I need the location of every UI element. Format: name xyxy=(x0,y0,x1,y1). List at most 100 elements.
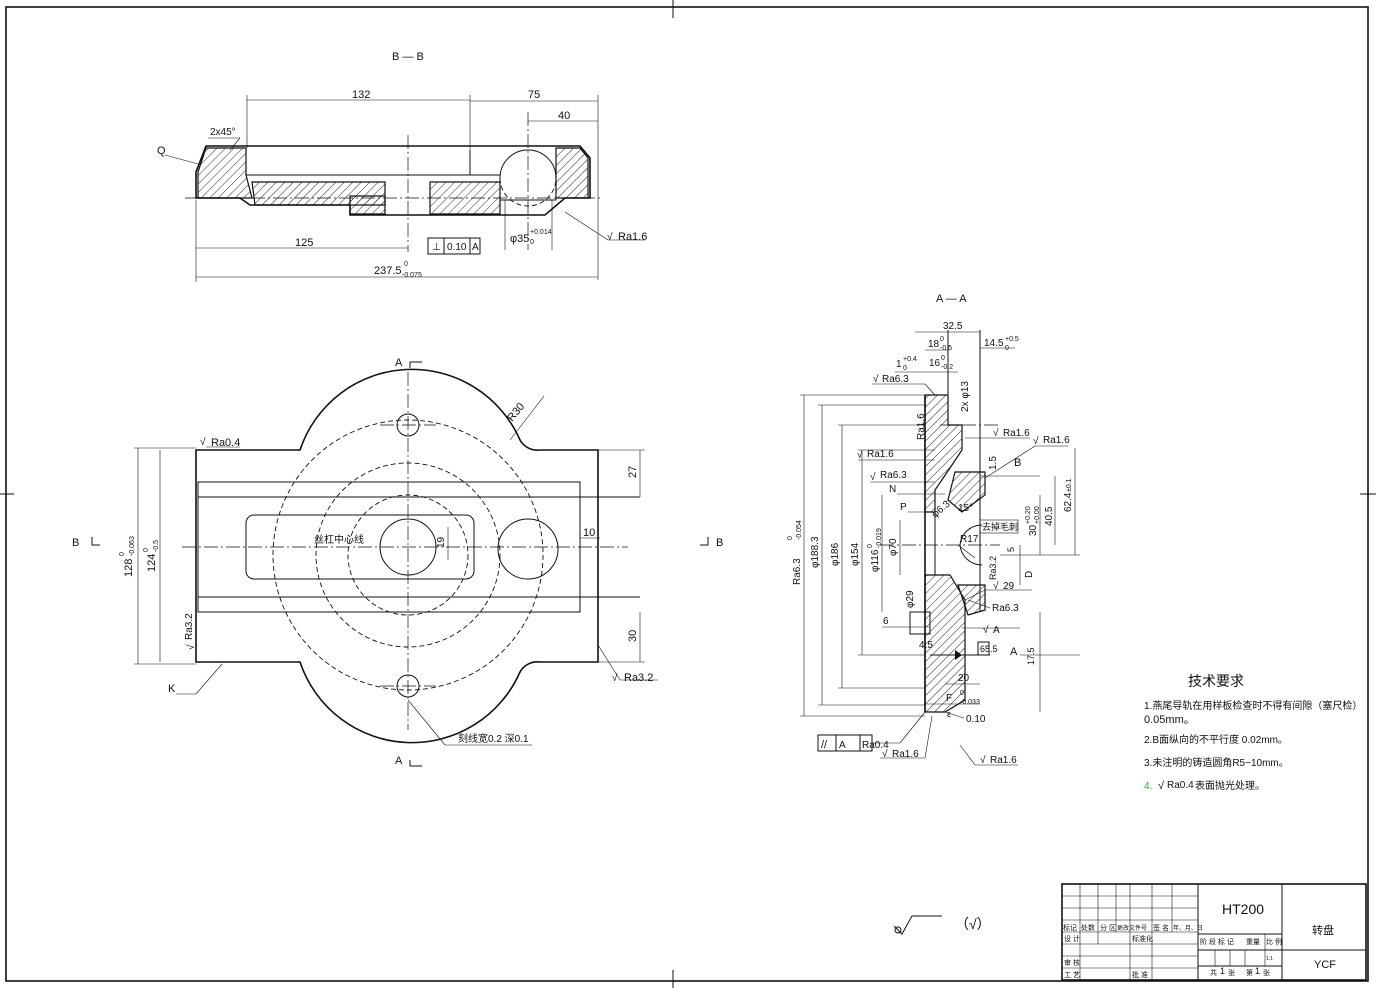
symbol-glyph: √ xyxy=(200,436,206,448)
tol-phi35-upper: +0.014 xyxy=(530,229,552,236)
dim-phi35: φ35 xyxy=(510,233,529,245)
perp-tol-value: 0.10 xyxy=(447,242,467,253)
dim-2375: 237.5 xyxy=(374,265,402,277)
parallel-tol-value: A xyxy=(839,740,846,751)
dim-phi186: φ188.3 xyxy=(810,536,821,568)
tol-145-lower: 0 xyxy=(1005,345,1009,352)
tol-128-upper: 0 xyxy=(119,552,126,556)
section-a-top: A xyxy=(395,357,403,369)
ra16-mid: Ra1.6 xyxy=(1003,428,1030,439)
tol-2375-lower: -0.075 xyxy=(402,272,422,279)
tb-sheet-no: 1 xyxy=(1255,966,1260,976)
dim-18: 18 xyxy=(928,339,940,350)
tb-scale: 1:1 xyxy=(1266,956,1273,962)
title-block: 标记 处数 分 区 更改文件号 签 名 年、月、日 设 计 标准化 审 核 工 … xyxy=(1061,883,1367,981)
dim-175: 20 xyxy=(958,673,970,684)
tb-approve: 批 准 xyxy=(1132,970,1148,979)
symbol-glyph: √ xyxy=(612,672,618,684)
symbol-glyph: ⊥ xyxy=(432,242,441,253)
top-view: 128 0 -0.063 124 0 -0.5 27 10 19 30 R30 … xyxy=(72,357,723,767)
dim-325: 32.5 xyxy=(943,321,963,332)
symbol-glyph: √ xyxy=(983,624,989,636)
general-surface-symbol: （√） xyxy=(893,915,991,935)
surface-note: （√） xyxy=(955,916,991,932)
tol-18-lower: -0.5 xyxy=(940,345,952,352)
label-p: P xyxy=(900,502,907,513)
tol-145-upper: +0.5 xyxy=(1005,336,1019,343)
perp-tol-frame xyxy=(427,237,481,255)
dim-phi29: φ70 xyxy=(888,538,899,556)
ra32-left: Ra3.2 xyxy=(184,613,195,640)
dim-phi1883: Ra6.3 xyxy=(792,558,803,585)
tb-sheet-no-prefix: 第 xyxy=(1246,968,1253,977)
ra16-right: Ra1.6 xyxy=(1043,435,1070,446)
tb-scale-hdr: 比 例 xyxy=(1266,937,1282,946)
dim-405: 40.5 xyxy=(1044,506,1055,526)
dim-phi154: φ186 xyxy=(830,542,841,566)
tol-1-lower: 0 xyxy=(903,365,907,372)
section-b-left: B xyxy=(72,537,79,549)
dim-phi70: φ116 xyxy=(870,549,881,572)
tb-stage: 阶 段 标 记 xyxy=(1200,937,1234,946)
tech-req-4-num: 4. xyxy=(1144,781,1152,792)
ra63-left: Ra6.3 xyxy=(880,470,907,481)
tol-70-upper: 0 xyxy=(867,544,874,548)
dim-20: F xyxy=(946,693,952,704)
dim-27: 27 xyxy=(627,466,639,478)
ra63-aa-right: A xyxy=(993,625,1000,636)
dim-145: 14.5 xyxy=(984,338,1004,349)
ra16-left: Ra1.6 xyxy=(867,449,894,460)
tol-124-lower: -0.5 xyxy=(153,540,160,552)
tol-16-upper: 0 xyxy=(941,355,945,362)
tb-hdr-mark: 标记 xyxy=(1063,923,1077,932)
tb-hdr-count: 处数 xyxy=(1081,923,1095,932)
tech-req-title: 技术要求 xyxy=(1188,673,1244,689)
dim-15: 1.5 xyxy=(988,456,999,470)
screw-centerline-label: 丝杠中心线 xyxy=(314,533,364,546)
symbol-glyph: √ xyxy=(870,471,876,483)
tb-design: 设 计 xyxy=(1064,934,1080,943)
symbol-glyph: √ xyxy=(607,231,613,243)
tol-20-upper: 0 xyxy=(960,690,964,697)
dim-5: 5 xyxy=(1006,547,1016,552)
chamfer-2x45: 2x45° xyxy=(210,127,236,138)
tol-70-lower: -0.019 xyxy=(876,528,883,548)
dim-124: 124 xyxy=(146,554,158,572)
tech-req-1: 1.燕尾导轨在用样板检查时不得有间隙（塞尺检） xyxy=(1144,699,1362,712)
ra63-top: Ra6.3 xyxy=(882,374,909,385)
tol-2375-upper: 0 xyxy=(404,261,408,268)
dim-phi116: φ154 xyxy=(850,542,861,566)
symbol-glyph: √ xyxy=(857,449,863,461)
tb-sheets-total: 1 xyxy=(1220,966,1225,976)
tb-hdr-doc: 更改文件号 xyxy=(1117,924,1147,932)
dim-16: 16 xyxy=(929,358,941,369)
tb-sheets-total-prefix: 共 xyxy=(1210,968,1217,977)
tol-30-upper: +0.20 xyxy=(1025,506,1032,524)
tol-1883-lower: -0.054 xyxy=(796,520,803,540)
dim-30: 30 xyxy=(627,630,639,642)
symbol-glyph: // xyxy=(821,739,828,751)
section-a-bottom: A xyxy=(395,755,403,767)
tb-part-name: 转盘 xyxy=(1312,923,1334,937)
dim-10: 10 xyxy=(583,527,595,539)
tech-req-3: 3.未注明的铸造圆角R5~10mm。 xyxy=(1144,756,1289,769)
tb-material: HT200 xyxy=(1222,901,1264,917)
tech-req-2: 2.B面纵向的不平行度 0.02mm。 xyxy=(1144,733,1288,746)
ra16-aa-bottom: Ra1.6 xyxy=(990,755,1017,766)
tb-review: 审 核 xyxy=(1064,958,1080,967)
symbol-glyph: √ xyxy=(980,754,986,766)
dim-655: 17.5 xyxy=(1026,647,1036,665)
tol-phi35-lower: 0 xyxy=(530,239,534,246)
deburr-note: 去掉毛刺 xyxy=(982,521,1018,532)
dim-125: 125 xyxy=(295,237,313,249)
tech-req-4-ra: Ra0.4 xyxy=(1167,780,1194,791)
tol-1883-upper: 0 xyxy=(787,536,794,540)
tb-process: 工 艺 xyxy=(1064,971,1080,979)
ra63-vertical: φ29 xyxy=(905,590,916,608)
dim-19: 19 xyxy=(436,536,447,548)
dim-30-aa: 30 xyxy=(1028,524,1039,536)
label-n: N xyxy=(889,484,896,495)
ra16-bb: Ra1.6 xyxy=(618,231,647,243)
tb-hdr-date: 年、月、日 xyxy=(1173,924,1203,932)
tb-std: 标准化 xyxy=(1132,934,1153,943)
